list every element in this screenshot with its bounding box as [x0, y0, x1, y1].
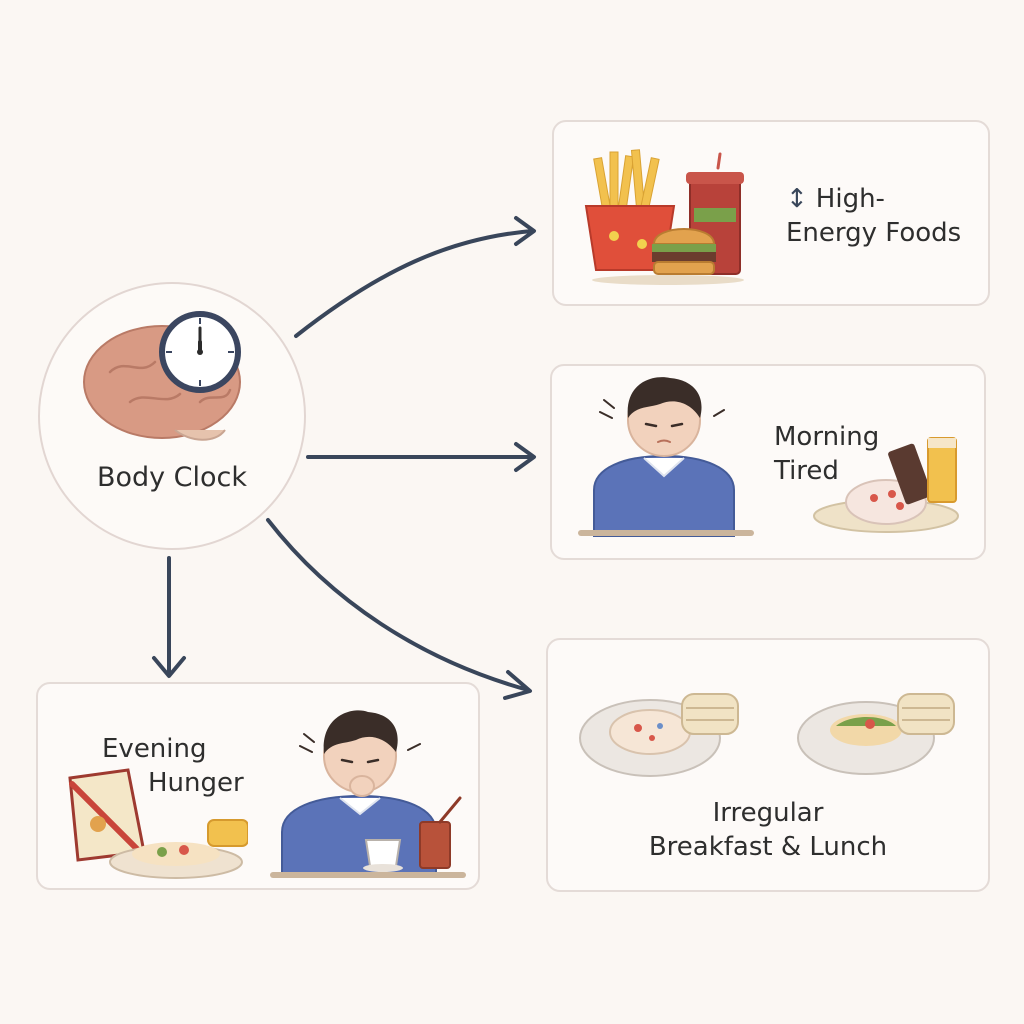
brain-clock-illustration	[83, 311, 241, 441]
morning-tired-label: Morning Tired	[774, 420, 879, 488]
hungry-person-icon	[270, 710, 466, 878]
irregular-line1: Irregular	[712, 798, 824, 828]
card-morning-tired: Morning Tired	[550, 364, 986, 560]
arrowhead-high-energy	[514, 216, 536, 246]
irregular-line2: Breakfast & Lunch	[648, 832, 888, 862]
high-energy-line2: Energy Foods	[786, 218, 962, 248]
breakfast-plate-icon	[813, 437, 959, 533]
bread-icon	[897, 693, 955, 735]
up-down-arrow-icon: ↕	[786, 184, 808, 214]
card-irregular-meals: Irregular Breakfast & Lunch	[546, 638, 990, 892]
drink-cup-icon	[419, 796, 462, 869]
arrowhead-morning	[514, 442, 536, 472]
tired-person-icon	[578, 377, 754, 537]
arrow-to-high-energy	[294, 229, 534, 338]
bread-icon	[681, 693, 739, 735]
morning-line2: Tired	[774, 456, 839, 486]
arrowhead-evening	[152, 656, 186, 678]
plate-icon	[109, 819, 248, 879]
card-evening-hunger: Evening Hunger	[36, 682, 480, 890]
irregular-meals-label: Irregular Breakfast & Lunch	[548, 796, 988, 864]
evening-hunger-label: Evening Hunger	[102, 732, 244, 800]
junk-food-crossed-icon	[68, 768, 146, 862]
burger-icon	[652, 228, 716, 275]
coffee-cup-icon	[363, 839, 403, 872]
morning-line1: Morning	[774, 422, 880, 452]
clock-icon	[159, 311, 241, 393]
meal-plates-illustration	[579, 693, 955, 777]
evening-line1: Evening	[102, 734, 207, 764]
card-high-energy-foods: ↕High- Energy Foods	[552, 120, 990, 306]
arrowhead-irregular	[503, 670, 532, 700]
high-energy-foods-label: ↕High- Energy Foods	[786, 182, 961, 250]
body-clock-label: Body Clock	[96, 462, 248, 493]
body-clock-hub: Body Clock	[38, 282, 306, 550]
arrow-to-irregular	[266, 518, 530, 692]
high-energy-line1: High-	[815, 184, 885, 214]
evening-line2: Hunger	[148, 768, 244, 798]
junk-food-illustration	[584, 149, 744, 285]
evening-snack-illustration	[68, 768, 248, 879]
